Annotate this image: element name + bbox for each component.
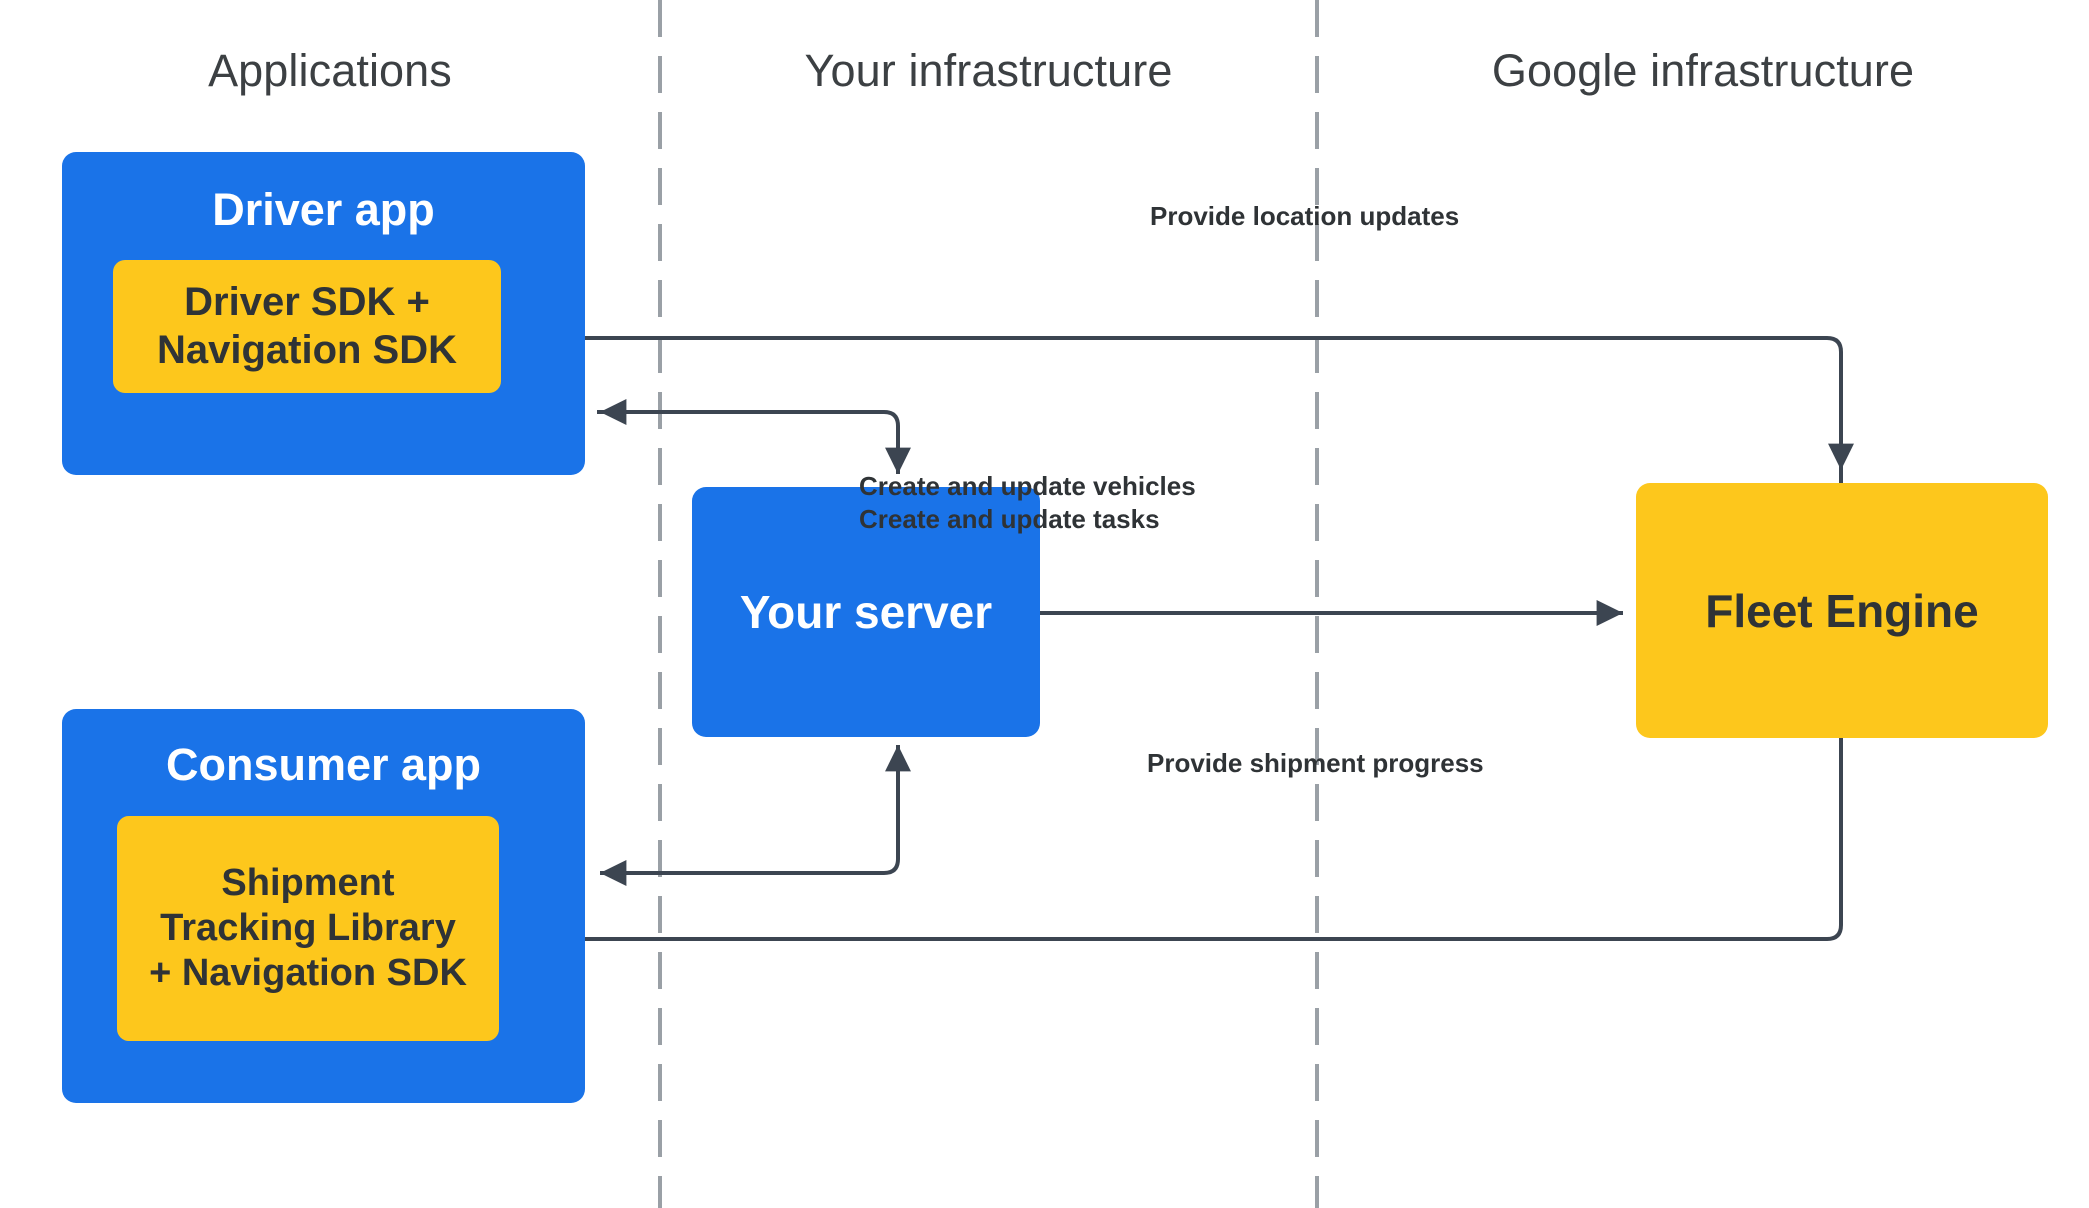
driver-sdk-label-line1: Driver SDK + [184,280,430,325]
node-your-server[interactable]: Your server [692,487,1040,737]
node-driver-sdk[interactable]: Driver SDK + Navigation SDK [113,260,501,393]
edge-consumer-app-to-your-server [600,752,900,875]
edge-label-provide-location-updates: Provide location updates [1150,201,1460,231]
driver-sdk-label: Driver SDK + Navigation SDK [157,279,457,373]
edge-location-updates [558,325,1843,483]
driver-sdk-label-line2: Navigation SDK [156,327,458,372]
consumer-sdk-label-line3: + Navigation SDK [149,951,467,994]
node-fleet-engine[interactable]: Fleet Engine [1636,483,2048,738]
your-server-label: Your server [739,586,993,638]
consumer-sdk-label-line1: Shipment [221,862,395,905]
consumer-sdk-label: Shipment Tracking Library + Navigation S… [149,861,467,995]
node-consumer-sdk[interactable]: Shipment Tracking Library + Navigation S… [117,816,499,1041]
consumer-app-title: Consumer app [165,739,482,790]
column-header-google-infrastructure: Google infrastructure [1491,45,1915,96]
driver-app-title: Driver app [212,184,435,235]
edge-label-provide-shipment-progress: Provide shipment progress [1147,748,1484,778]
fleet-engine-label: Fleet Engine [1705,584,1979,637]
edge-label-create-and-update-vehicles: Create and update vehicles [859,471,1196,501]
column-header-your-infrastructure: Your infrastructure [804,45,1173,96]
column-header-applications: Applications [208,45,452,96]
edge-label-create-and-update: Create and update vehicles Create and up… [859,470,1196,537]
edge-driver-app-to-your-server [597,410,911,474]
consumer-sdk-label-line2: Tracking Library [160,907,456,950]
edge-label-create-and-update-tasks: Create and update tasks [859,504,1160,535]
